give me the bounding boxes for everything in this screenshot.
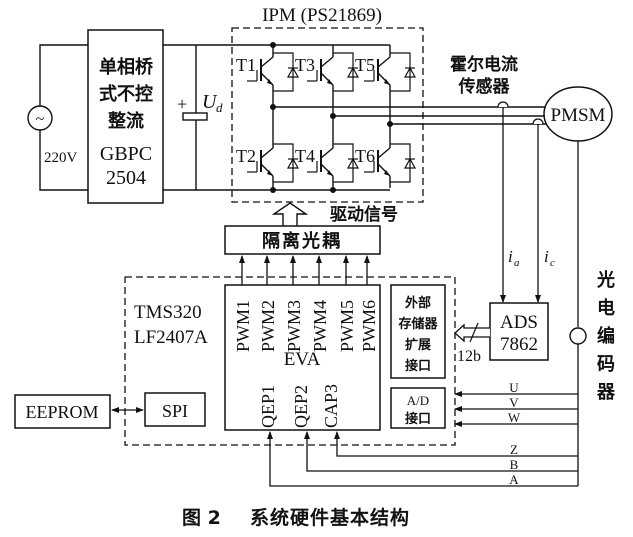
ext-memory-line-3: 扩展 <box>405 337 432 353</box>
encoder-char-3: 编 <box>597 325 615 347</box>
ia-subscript: a <box>514 257 520 269</box>
encoder-icon <box>569 327 587 345</box>
ext-memory-line-4: 接口 <box>405 358 431 374</box>
dc-voltage-subscript: d <box>216 100 223 115</box>
dsp-name-line-1: TMS320 <box>134 302 202 323</box>
encoder-char-1: 光 <box>596 269 615 291</box>
signal-v-label: V <box>509 395 519 410</box>
ipm-title: IPM (PS21869) <box>262 5 382 26</box>
ia-label: i <box>508 247 513 266</box>
hall-current-sensor: 霍尔电流 传感器 <box>450 54 544 125</box>
ad-interface-line-1: A/D <box>407 393 429 408</box>
adc-line-2: 7862 <box>500 334 538 355</box>
adc-line-1: ADS <box>500 312 538 333</box>
signal-u-label: U <box>509 380 519 395</box>
adc-ads7862: ADS 7862 12b <box>454 302 549 365</box>
capacitor-plus: + <box>177 94 187 114</box>
rectifier-line-4: GBPC <box>100 143 152 165</box>
pmsm-label: PMSM <box>551 105 606 126</box>
encoder-char-2: 电 <box>597 297 615 319</box>
rectifier-line-3: 整流 <box>107 110 144 132</box>
cap3-label: CAP3 <box>321 384 341 428</box>
rectifier-block: 单相桥 式不控 整流 GBPC 2504 <box>87 29 164 204</box>
pmsm-motor: PMSM <box>543 86 613 142</box>
ad-interface-line-2: 接口 <box>405 411 431 427</box>
transistor-t1-label: T1 <box>236 55 256 75</box>
dsp-name-line-2: LF2407A <box>134 327 208 348</box>
rectifier-line-2: 式不控 <box>99 83 153 105</box>
ext-memory-block <box>390 284 446 379</box>
ad-interface-block <box>390 387 446 429</box>
drive-signal-arrow: 驱动信号 <box>271 202 398 226</box>
source-voltage-label: 220V <box>44 150 78 166</box>
dc-voltage-label: U <box>202 91 218 113</box>
qep2-label: QEP2 <box>291 385 311 428</box>
pwm6-label: PWM6 <box>359 300 379 352</box>
hall-position-signals: U V W <box>454 380 578 427</box>
phase-lines <box>273 106 547 125</box>
signal-a-label: A <box>509 472 519 487</box>
encoder-char-5: 器 <box>596 382 616 403</box>
spi-block: SPI <box>144 392 206 427</box>
dc-link-capacitor: + U d <box>177 45 223 190</box>
ipm-module: IPM (PS21869) T1 T3 T5 T2 T4 <box>231 5 424 203</box>
ipm-leg-1 <box>246 42 299 193</box>
caption-figure-number: 图 2 <box>182 507 221 529</box>
transistor-t6-label: T6 <box>355 146 375 166</box>
dsp-tms320: TMS320 LF2407A EVA PWM1 PWM2 PWM3 PWM4 P… <box>124 276 456 446</box>
spi-label: SPI <box>162 401 188 421</box>
rectifier-line-1: 单相桥 <box>99 56 154 78</box>
signal-b-label: B <box>510 457 519 472</box>
transistor-t5-label: T5 <box>355 55 375 75</box>
ac-source-icon <box>27 105 53 131</box>
ic-label: i <box>544 247 549 266</box>
optical-encoder: 光 电 编 码 器 <box>569 141 616 486</box>
optocoupler-label: 隔离光耦 <box>262 230 342 252</box>
signal-w-label: W <box>508 410 521 425</box>
transistor-t3-label: T3 <box>295 55 315 75</box>
ic-subscript: c <box>550 257 555 269</box>
adc-bus-width: 12b <box>457 348 481 365</box>
eva-block <box>224 284 381 431</box>
pwm2-label: PWM2 <box>258 300 278 352</box>
drive-signal-label: 驱动信号 <box>330 204 398 225</box>
pwm3-label: PWM3 <box>284 300 304 352</box>
eeprom-label: EEPROM <box>25 402 98 422</box>
encoder-char-4: 码 <box>597 354 615 375</box>
transistor-t2-label: T2 <box>236 146 256 166</box>
dc-bus <box>163 44 390 191</box>
rectifier-line-5: 2504 <box>106 167 146 189</box>
ext-memory-line-1: 外部 <box>404 295 431 311</box>
eva-label: EVA <box>284 349 321 370</box>
transistor-t4-label: T4 <box>295 146 315 166</box>
ext-memory-line-2: 存储器 <box>398 316 438 332</box>
current-sense-lines: i a i c <box>500 107 555 303</box>
caption-title: 系统硬件基本结构 <box>250 506 410 529</box>
ac-symbol: ~ <box>36 111 45 128</box>
hall-sensor-label-1: 霍尔电流 <box>450 54 518 75</box>
hall-sensor-label-2: 传感器 <box>458 76 511 97</box>
pwm4-label: PWM4 <box>310 300 330 352</box>
signal-z-label: Z <box>510 442 518 457</box>
figure-caption: 图 2 系统硬件基本结构 <box>182 506 410 529</box>
qep1-label: QEP1 <box>258 385 278 428</box>
optocoupler-block: 隔离光耦 <box>224 225 381 255</box>
pwm5-label: PWM5 <box>337 300 357 352</box>
pwm-arrows <box>239 255 370 285</box>
eeprom-block: EEPROM <box>14 394 111 429</box>
pwm1-label: PWM1 <box>233 300 253 352</box>
ac-source: ~ 220V <box>27 44 88 191</box>
quadrature-signals: Z B A <box>267 431 578 487</box>
